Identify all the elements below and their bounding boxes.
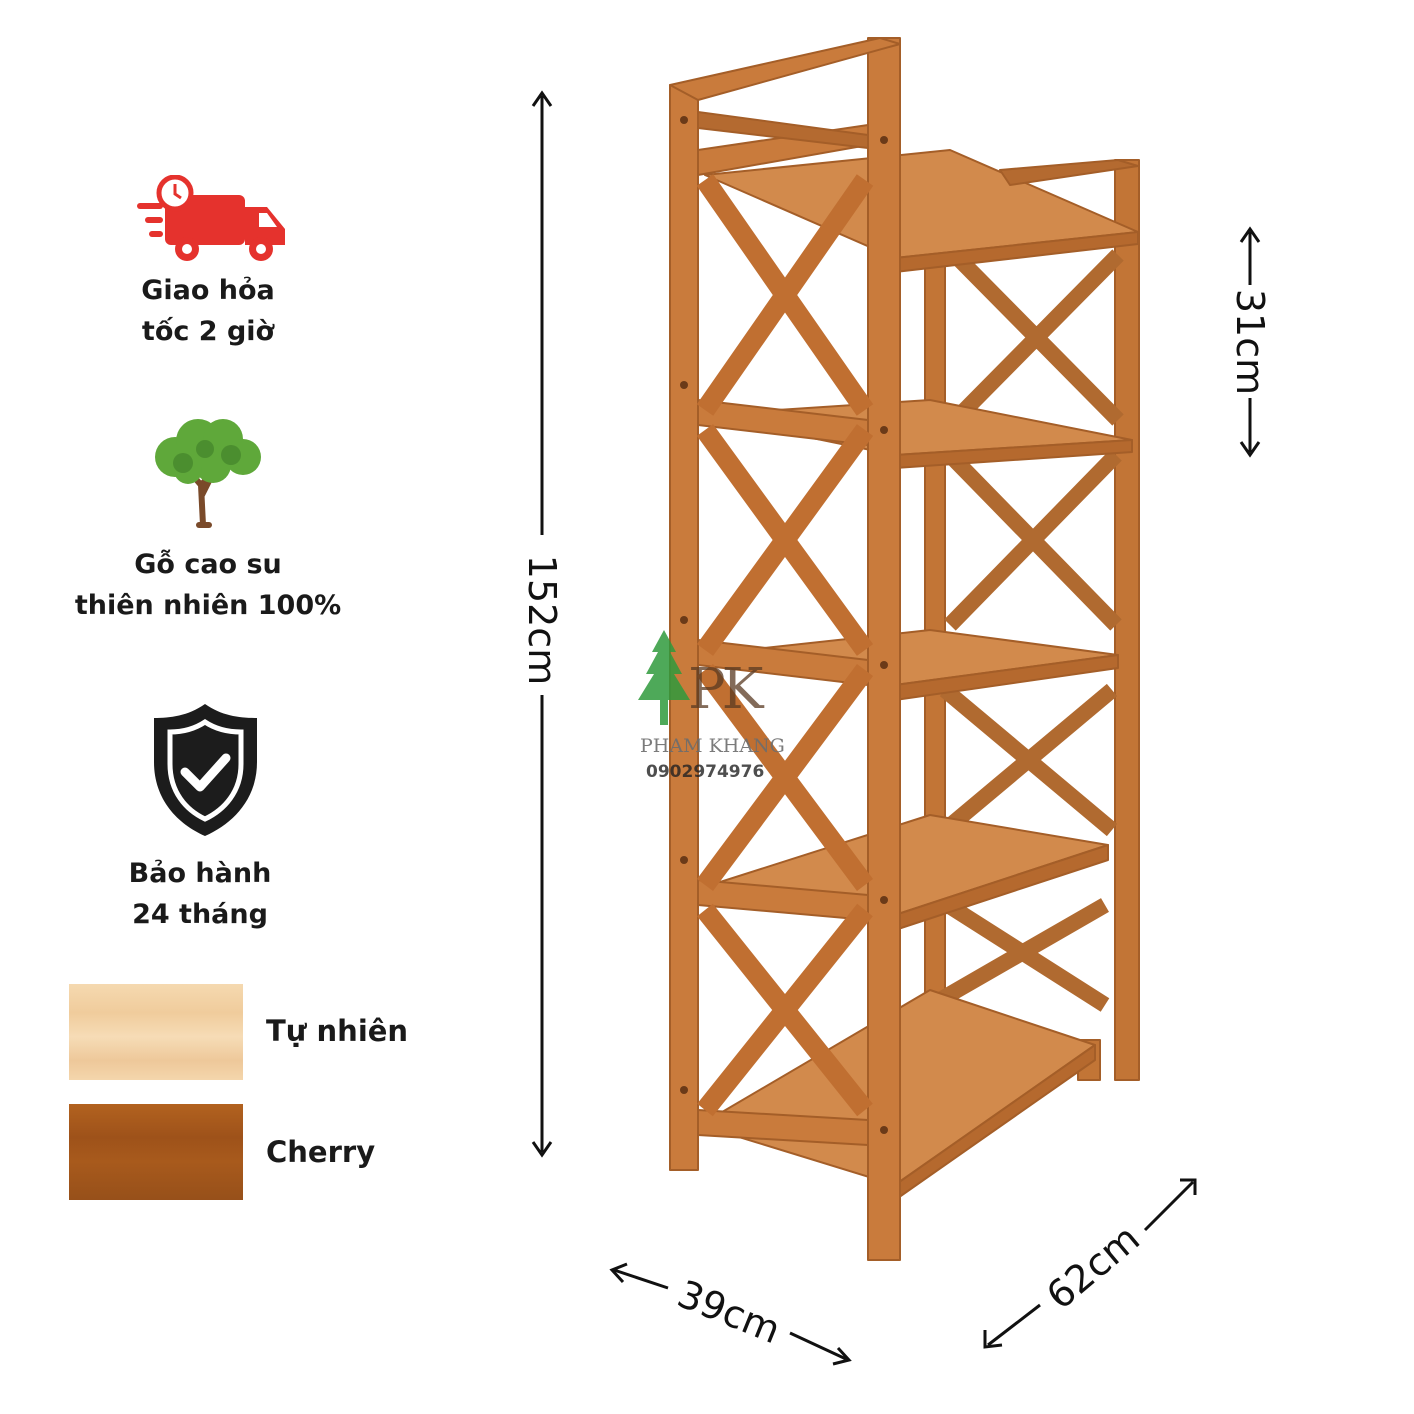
feature-label-warranty: Bảo hành 24 tháng <box>110 853 290 935</box>
pine-tree-logo-icon <box>638 630 690 725</box>
watermark-name: PHAM KHANG <box>640 735 785 757</box>
swatch-cherry[interactable] <box>69 1104 243 1200</box>
swatch-natural[interactable] <box>69 984 243 1080</box>
feature-label-delivery: Giao hỏa tốc 2 giờ <box>118 270 298 352</box>
feature-line: Bảo hành <box>128 858 272 889</box>
shield-check-icon <box>154 704 257 836</box>
feature-line: thiên nhiên 100% <box>74 590 342 621</box>
feature-line: Gỗ cao su <box>134 549 282 580</box>
watermark-logo: PK <box>688 657 763 722</box>
dimension-shelf-gap-label: 31cm <box>1228 288 1272 396</box>
swatch-label-cherry: Cherry <box>266 1135 376 1169</box>
watermark-phone: 0902974976 <box>646 762 765 782</box>
feature-label-wood: Gỗ cao su thiên nhiên 100% <box>58 544 358 626</box>
feature-line: tốc 2 giờ <box>141 316 275 347</box>
feature-line: Giao hỏa <box>141 275 275 306</box>
swatch-label-natural: Tự nhiên <box>266 1014 409 1048</box>
dimension-height-label: 152cm <box>520 554 564 686</box>
tree-icon <box>155 419 261 528</box>
feature-line: 24 tháng <box>132 899 268 930</box>
delivery-truck-icon <box>137 175 285 261</box>
